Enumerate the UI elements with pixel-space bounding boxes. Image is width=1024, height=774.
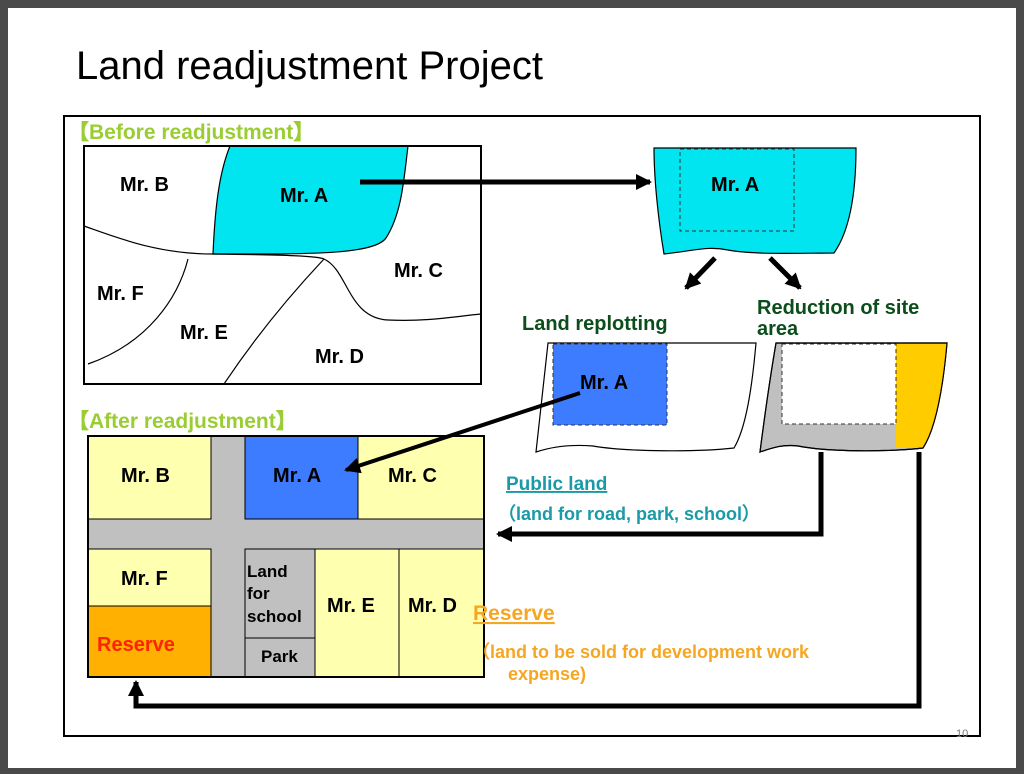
after-readjustment-label: 【After readjustment】 [68,410,297,433]
after-lot-e: Mr. E [327,595,375,617]
after-lot-e-shape [314,548,400,678]
boundary-line [87,258,189,365]
before-map: Mr. B Mr. A Mr. C Mr. F Mr. E Mr. D [83,145,482,385]
extracted-parcel-label: Mr. A [711,174,759,196]
arrow-to-land-replotting [684,256,717,290]
reduction-label-line1: Reduction of site [757,297,919,319]
public-land-description: （land for road, park, school） [498,504,760,524]
after-lot-f-shape [87,548,212,607]
extracted-parcel-shape [653,147,857,255]
reserve-note-description-line2: expense) [508,664,586,684]
before-parcel-a-shape [212,145,409,255]
land-readjustment-diagram: 【Before readjustment】 Mr. B Mr. A Mr. C … [68,121,948,709]
page-number: 10 [956,728,969,740]
before-parcel-c: Mr. C [394,260,443,282]
boundary-line [83,225,214,255]
diagram-frame [63,115,981,737]
after-lot-c-shape [357,435,485,520]
land-replotting-parcel-label: Mr. A [580,372,628,394]
land-replotting-blue-lot [552,343,668,426]
reserve-note-title: Reserve [473,602,555,625]
reduction-yellow-area [896,344,947,448]
land-replotting-parcel: Mr. A [535,342,757,453]
after-reserve-lot-label: Reserve [97,634,175,656]
after-park-label: Park [261,647,298,666]
extracted-parcel-dashed-boundary [679,148,795,232]
before-parcel-f: Mr. F [97,283,144,305]
after-lot-a: Mr. A [273,465,321,487]
after-map-border [87,435,485,678]
before-parcel-e: Mr. E [180,322,228,344]
before-readjustment-label: 【Before readjustment】 [68,121,314,144]
reserve-note-description-line1: （land to be sold for development work [472,642,810,662]
after-map: Mr. B Mr. A Mr. C Mr. F Reserve Land for… [87,435,485,678]
after-park-lot-shape [244,637,316,678]
slide: Land readjustment Project 【Before readju… [8,8,1016,768]
after-lot-b-shape [87,435,212,520]
arrow-to-reduction [768,256,802,290]
before-parcel-a: Mr. A [280,185,328,207]
reduction-white-lot [781,343,897,425]
after-school-label-line2: for [247,584,270,603]
after-lot-b: Mr. B [121,465,170,487]
after-lot-a-shape [244,435,359,520]
before-parcel-d: Mr. D [315,346,364,368]
arrow-replotting-to-after-lot-a [344,391,581,474]
land-replotting-label: Land replotting [522,313,668,335]
before-parcel-b: Mr. B [120,174,169,196]
reduction-parcel [759,342,948,453]
after-lot-d-shape [398,548,485,678]
arrow-public-land [496,452,824,542]
arrow-reserve [128,452,922,709]
after-school-label-line3: school [247,607,302,626]
before-map-border [83,145,482,385]
public-land-title: Public land [506,474,607,495]
reduction-outline [759,342,948,453]
after-lot-d: Mr. D [408,595,457,617]
after-lot-c: Mr. C [388,465,437,487]
boundary-line [212,253,482,321]
extracted-parcel: Mr. A [653,147,857,255]
after-school-label-line1: Land [247,562,288,581]
slide-title: Land readjustment Project [76,44,543,88]
boundary-line [223,258,325,385]
reduction-label-line2: area [757,318,799,340]
after-lot-f: Mr. F [121,568,168,590]
